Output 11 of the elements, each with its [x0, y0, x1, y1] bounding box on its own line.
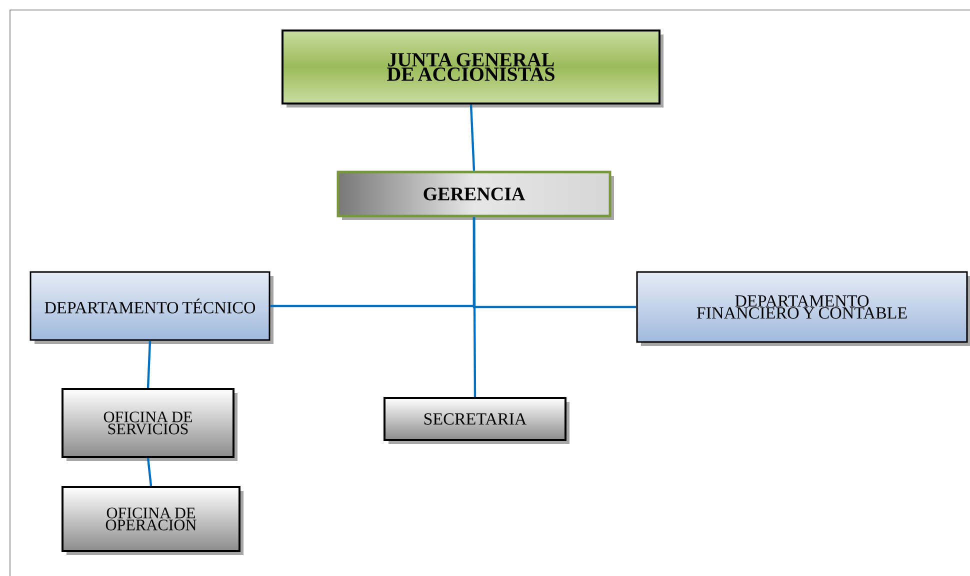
org-box: GERENCIA [336, 170, 614, 220]
org-box: DEPARTAMENTO FINANCIERO Y CONTABLE [636, 271, 970, 346]
org-box: SECRETARIA [384, 397, 570, 444]
org-box: JUNTA GENERAL DE ACCIONISTAS [282, 30, 664, 108]
org-box: OFICINA DE SERVICIOS [62, 388, 238, 461]
org-box: DEPARTAMENTO TÉCNICO [30, 271, 274, 344]
org-box: OFICINA DE OPERACION [62, 486, 244, 555]
connector-line [146, 340, 152, 388]
connector-line [472, 217, 476, 397]
connector-line [146, 458, 152, 486]
connector-line [470, 104, 476, 171]
